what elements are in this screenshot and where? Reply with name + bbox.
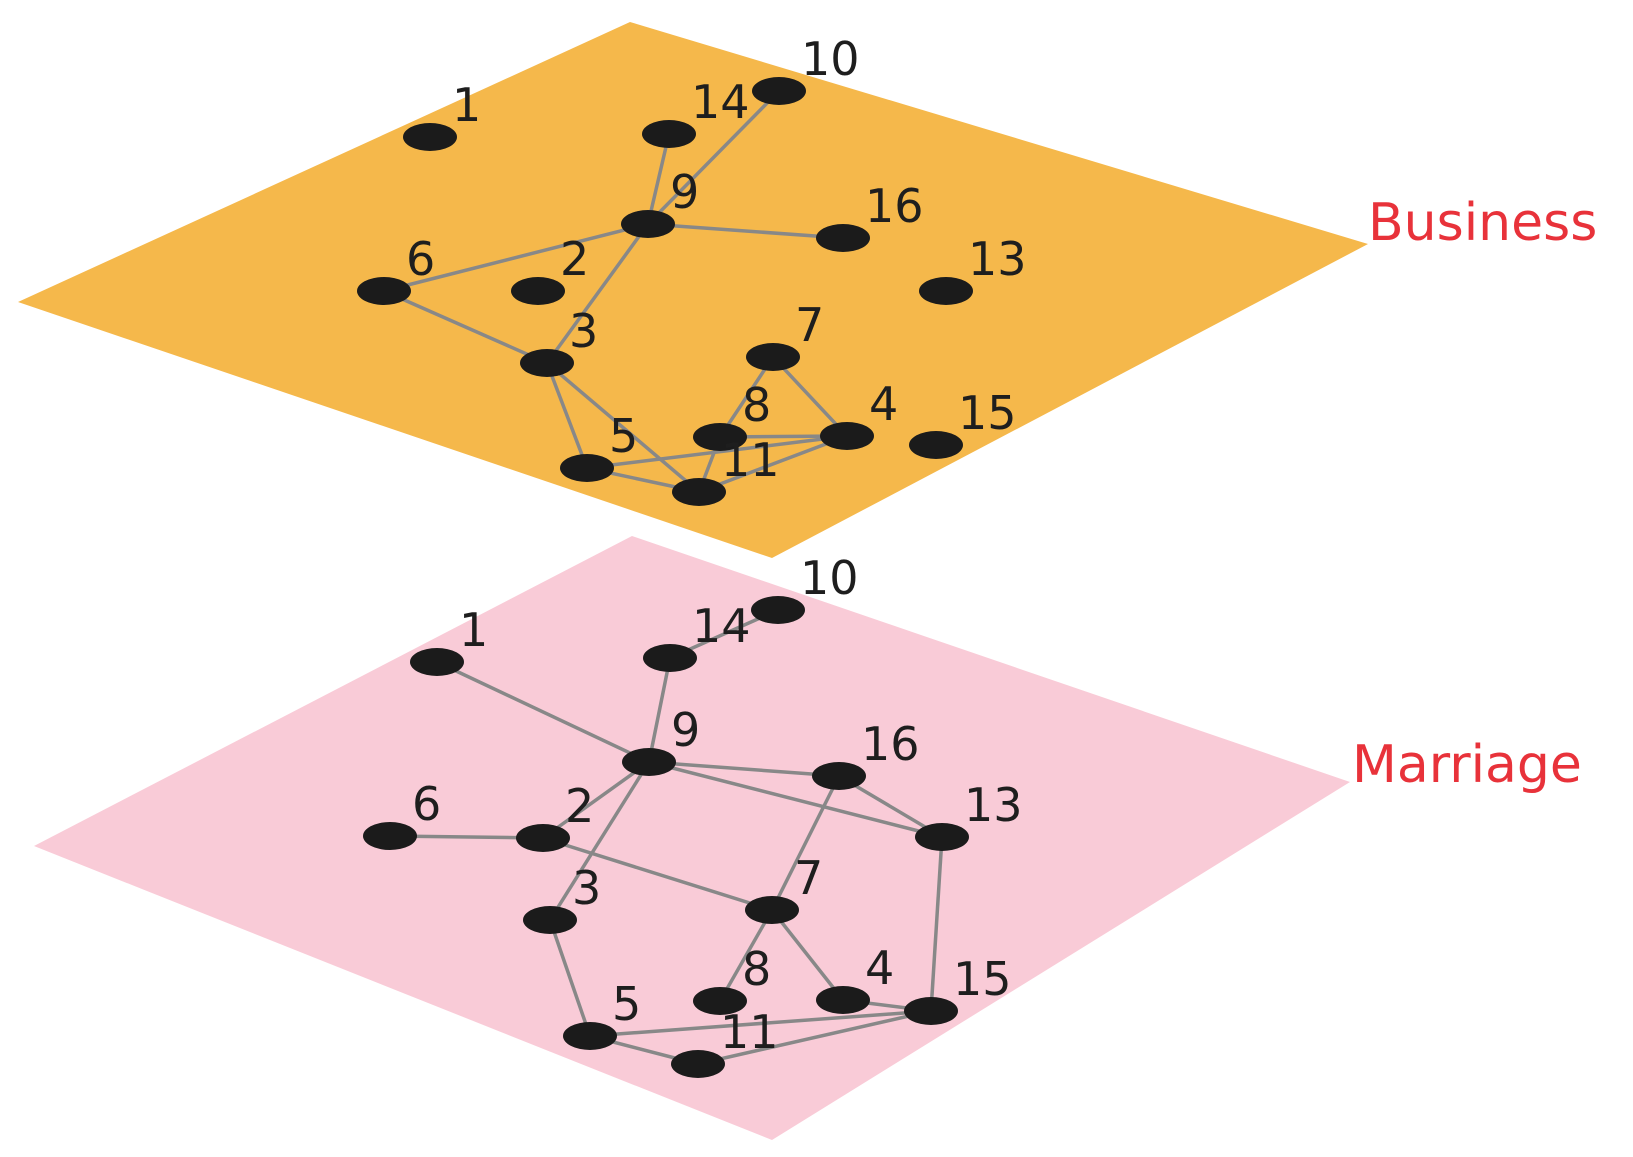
business-node-3 [520,349,574,377]
business-edge-9-16 [647,222,844,240]
business-node-label-3: 3 [569,304,598,358]
business-node-label-10: 10 [801,32,860,86]
marriage-node-label-8: 8 [742,942,771,996]
business-layer-label: Business [1368,193,1597,253]
business-node-10 [752,77,806,105]
business-node-13 [919,277,973,305]
marriage-edge-5-15 [589,1009,932,1038]
marriage-node-7 [745,896,799,924]
business-edge-6-3 [383,289,548,365]
business-node-label-13: 13 [968,232,1027,286]
marriage-node-6 [363,822,417,850]
marriage-edge-3-5 [548,919,592,1037]
marriage-edge-9-2 [541,760,651,840]
marriage-node-4 [816,986,870,1014]
business-node-label-9: 9 [670,165,699,219]
marriage-edge-9-16 [648,760,840,778]
business-node-15 [909,431,963,459]
business-node-label-15: 15 [958,386,1017,440]
marriage-edge-13-15 [929,836,944,1012]
business-node-2 [511,277,565,305]
business-edge-9-14 [646,133,671,225]
business-edge-3-11 [545,361,701,494]
marriage-edge-7-8 [718,909,774,1002]
marriage-node-2 [516,824,570,852]
marriage-node-10 [751,596,805,624]
business-plane [18,22,1368,558]
business-node-8 [693,423,747,451]
business-node-label-6: 6 [406,232,435,286]
marriage-edge-14-9 [647,657,672,763]
marriage-node-label-7: 7 [794,851,823,905]
business-edge-8-7 [718,356,775,438]
business-node-9 [621,210,675,238]
business-node-label-5: 5 [609,409,638,463]
marriage-node-label-13: 13 [964,778,1023,832]
business-edge-9-3 [545,222,650,365]
business-node-6 [357,277,411,305]
business-node-label-2: 2 [560,232,589,286]
marriage-node-1 [410,648,464,676]
marriage-edge-16-7 [770,775,841,911]
marriage-edge-9-3 [548,761,651,921]
marriage-node-3 [523,906,577,934]
marriage-node-label-9: 9 [671,703,700,757]
marriage-node-label-15: 15 [953,952,1012,1006]
marriage-node-13 [915,823,969,851]
business-node-label-7: 7 [795,298,824,352]
marriage-layer-label: Marriage [1352,735,1582,795]
business-edge-11-4 [698,434,848,494]
business-layer: 1 2 3 4 5 6 78 9 10 11 13 14 15 16 Business [18,22,1597,558]
business-node-1 [403,123,457,151]
marriage-node-15 [904,997,958,1025]
business-node-label-4: 4 [869,377,898,431]
business-edge-3-5 [545,362,589,469]
marriage-edge-7-4 [770,908,845,1002]
marriage-edge-1-9 [436,660,650,764]
marriage-edge-2-7 [542,836,773,912]
business-edge-7-4 [771,355,849,438]
marriage-plane [34,536,1350,1140]
business-node-7 [746,343,800,371]
marriage-node-5 [563,1022,617,1050]
marriage-nodes: 1 2 3 4 5 6 78 9 10 11 13 14 15 16 [363,551,1023,1078]
business-nodes: 1 2 3 4 5 6 78 9 10 11 13 14 15 16 [357,32,1027,506]
marriage-node-8 [693,987,747,1015]
marriage-node-label-1: 1 [459,603,488,657]
business-node-11 [672,478,726,506]
business-edge-9-10 [646,89,781,226]
marriage-node-11 [671,1050,725,1078]
marriage-node-label-6: 6 [412,777,441,831]
marriage-node-16 [812,762,866,790]
marriage-node-label-3: 3 [572,861,601,915]
business-node-14 [642,120,696,148]
marriage-node-label-4: 4 [865,941,894,995]
marriage-edge-11-15 [697,1009,932,1066]
business-edge-5-4 [586,434,848,470]
business-node-4 [820,422,874,450]
business-node-label-1: 1 [452,78,481,132]
business-node-5 [560,454,614,482]
marriage-node-label-16: 16 [861,717,920,771]
marriage-edge-9-13 [648,760,943,839]
marriage-node-9 [622,748,676,776]
marriage-node-label-14: 14 [692,599,751,653]
marriage-node-label-10: 10 [800,551,859,605]
business-node-label-11: 11 [721,433,780,487]
business-node-label-8: 8 [742,378,771,432]
business-edge-9-6 [383,222,649,293]
marriage-layer: 1 2 3 4 5 6 78 9 10 11 13 14 15 16 Marriage [34,536,1582,1140]
business-node-16 [816,224,870,252]
marriage-node-label-11: 11 [720,1005,779,1059]
business-node-label-16: 16 [865,179,924,233]
marriage-node-label-5: 5 [612,977,641,1031]
marriage-node-14 [643,644,697,672]
business-node-label-14: 14 [691,75,750,129]
marriage-node-label-2: 2 [565,779,594,833]
